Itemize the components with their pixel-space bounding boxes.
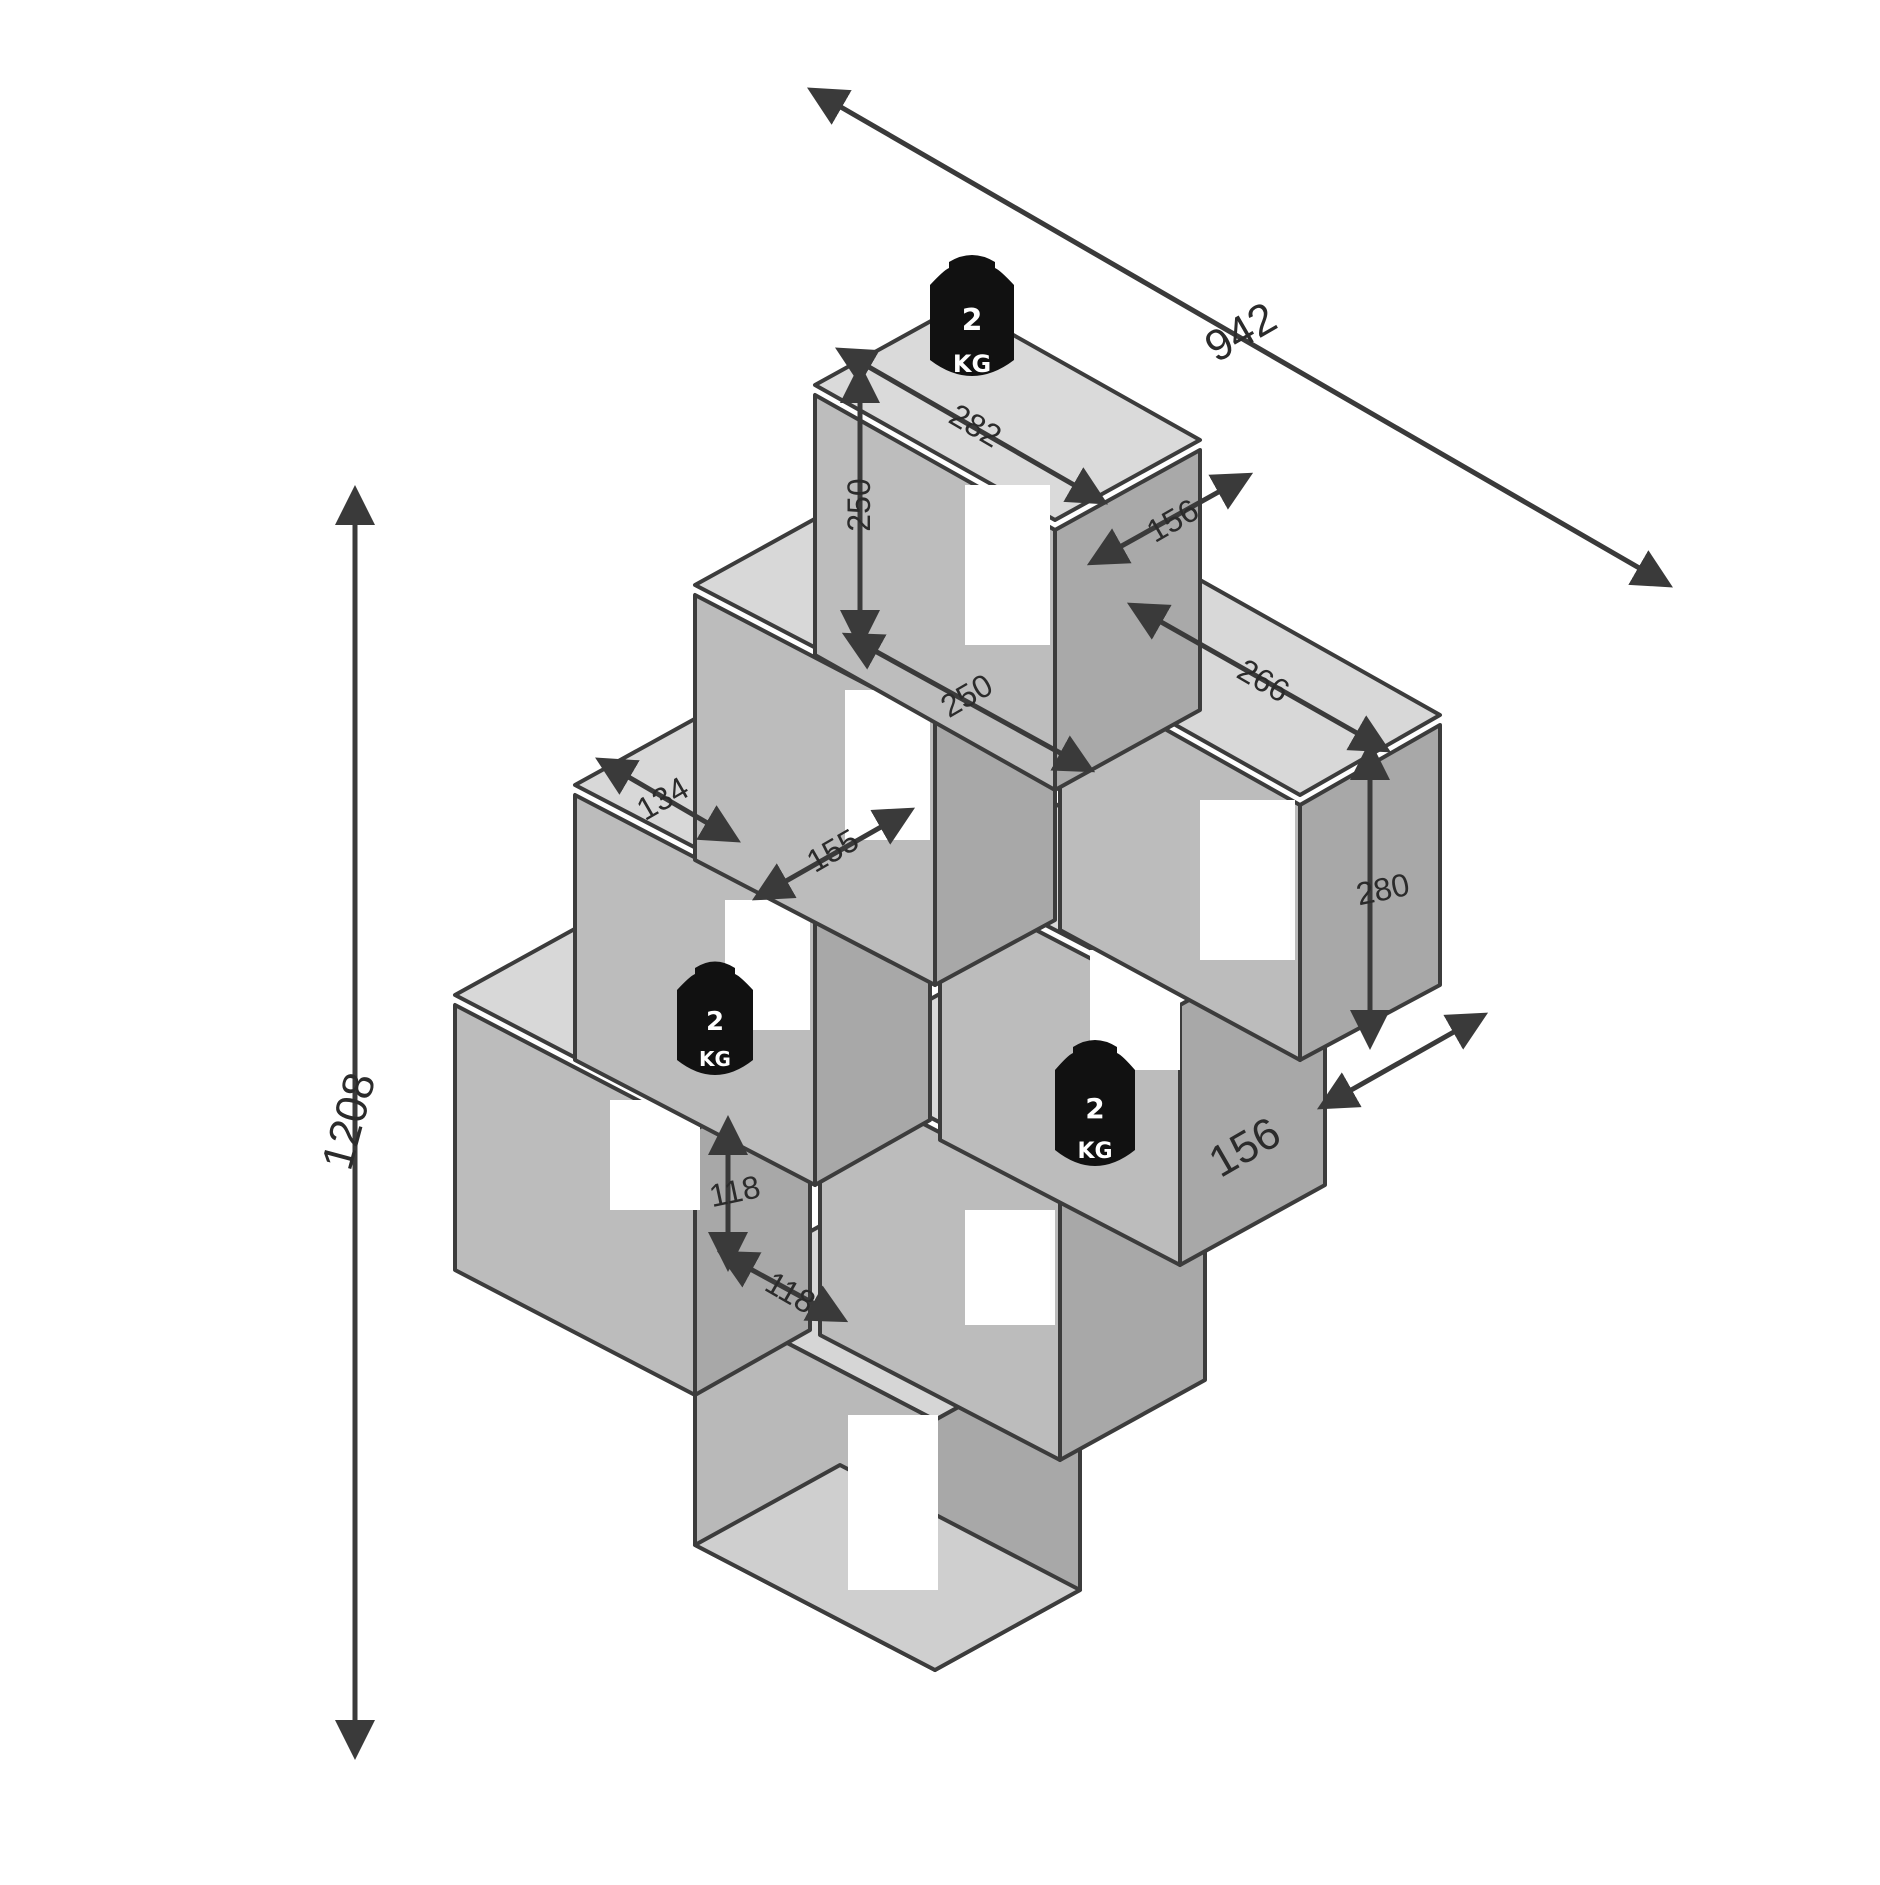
arrow-top-width xyxy=(834,347,1109,505)
weight-top: 2 KG xyxy=(930,255,1014,378)
weight-lower-right: 2 KG xyxy=(1055,1040,1135,1166)
arrow-middle-width xyxy=(841,632,1096,773)
weight-lower-right-amount: 2 xyxy=(1085,1092,1104,1125)
label-overall-width: 942 xyxy=(1197,293,1285,372)
arrow-right-width xyxy=(1126,602,1392,753)
weight-middle-left-unit: KG xyxy=(699,1047,731,1071)
arrow-overall-width xyxy=(807,87,1673,588)
shelf-unit xyxy=(453,303,1442,1672)
arrow-left-depth xyxy=(595,757,741,843)
arrow-small-width xyxy=(716,1250,849,1323)
label-top-height: 250 xyxy=(841,478,877,531)
arrow-right-depth xyxy=(1316,1012,1489,1110)
weight-top-unit: KG xyxy=(953,350,991,378)
weight-middle-left-amount: 2 xyxy=(706,1007,724,1037)
dimension-arrows xyxy=(335,87,1673,1760)
arrow-left-inner xyxy=(751,807,916,901)
arrow-top-depth xyxy=(1086,472,1254,566)
weight-middle-left: 2 KG xyxy=(677,961,753,1075)
weight-lower-right-unit: KG xyxy=(1077,1139,1112,1164)
label-overall-height: 1208 xyxy=(313,1068,386,1175)
weight-top-amount: 2 xyxy=(962,303,983,338)
